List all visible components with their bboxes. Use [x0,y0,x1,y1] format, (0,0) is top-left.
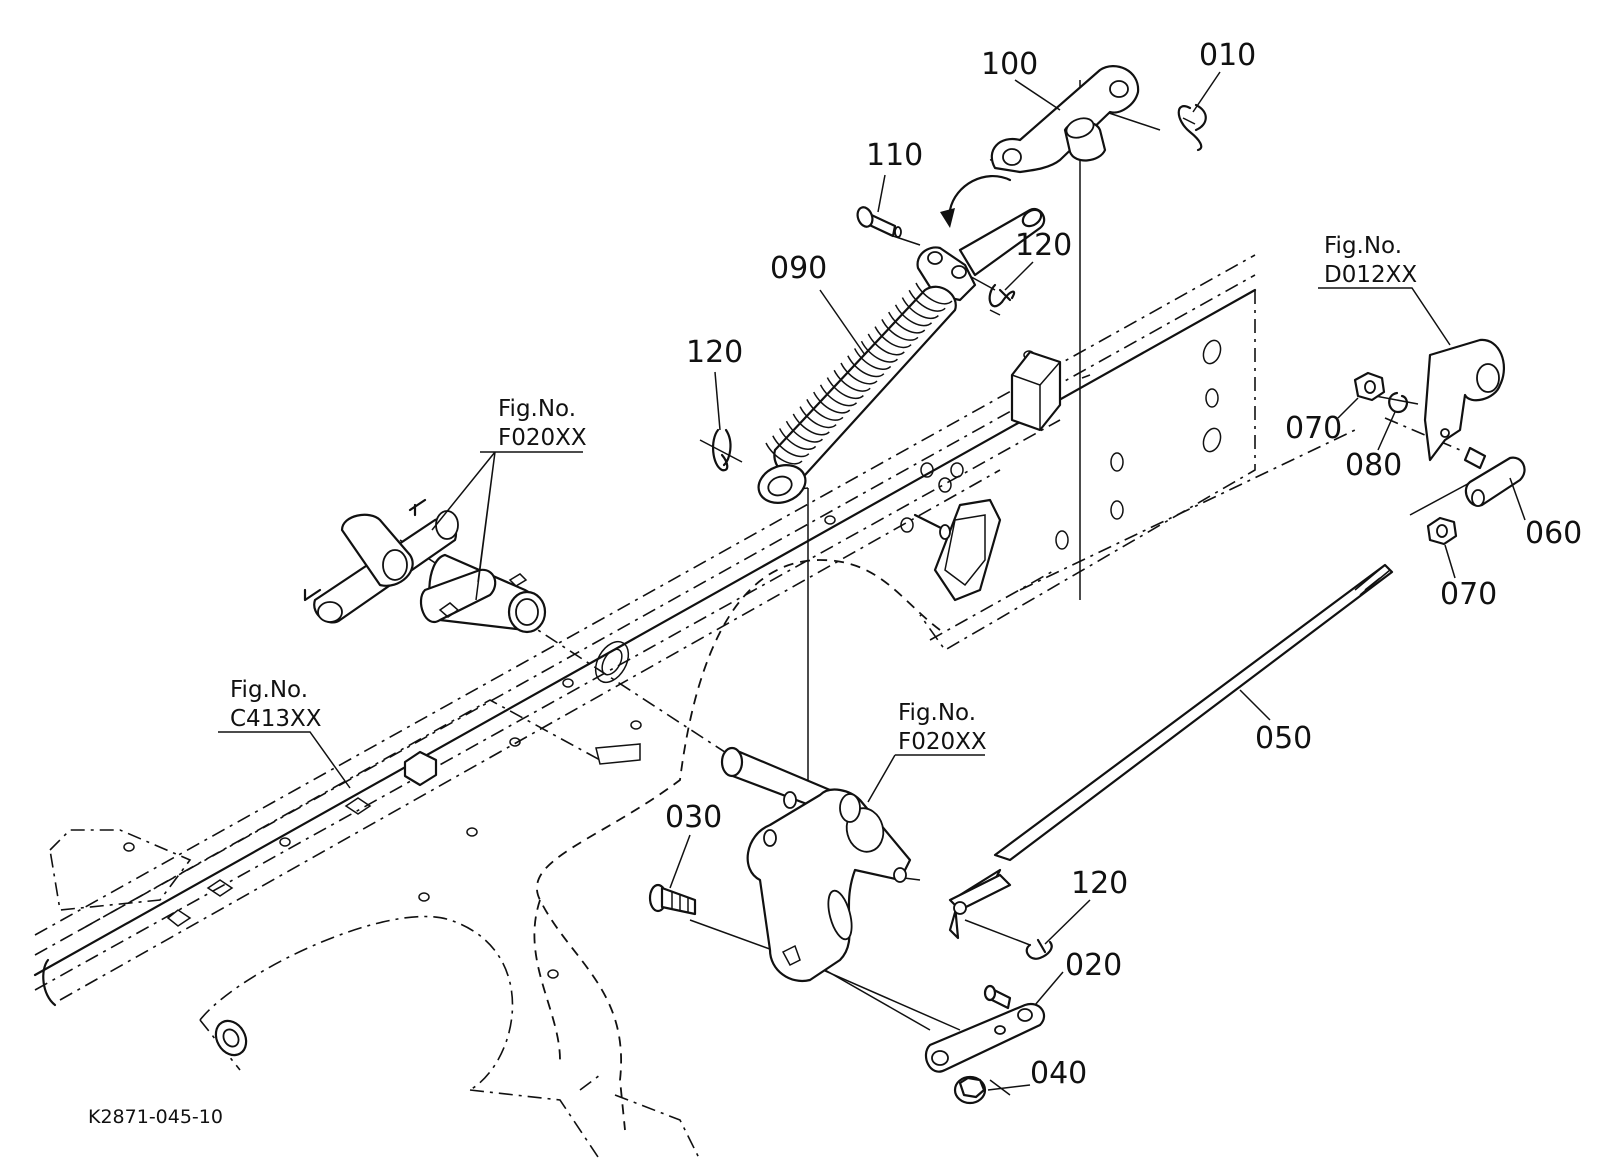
bellows-spring-090[interactable] [753,207,1046,510]
chassis-frame [33,254,1257,1161]
rotation-arrow-icon [940,175,1012,228]
bellows-rib [765,442,803,465]
bellows-rib [799,406,837,429]
bellows-rib [853,348,892,371]
label-090: 090 [770,251,827,286]
label-050: 050 [1255,721,1312,756]
nut-070-bottom[interactable] [1426,516,1458,546]
label-080: 080 [1345,448,1402,483]
nut-070-top[interactable] [1353,371,1386,402]
bellows-rib [915,282,953,305]
bellows-rib [847,355,885,378]
bellows-rib [894,304,933,327]
rod-end-060[interactable] [1463,446,1526,507]
fig-ref-label-2: Fig.No. [230,677,308,703]
hair-pin-120-left[interactable] [712,428,732,472]
label-120-top: 120 [1015,228,1072,263]
hair-pin-010[interactable] [1177,103,1207,152]
bellows-rib [874,326,912,349]
bellows-rib [867,333,905,356]
washer-080[interactable] [1388,391,1408,414]
label-100: 100 [981,47,1038,82]
link-plate-100[interactable] [990,65,1140,174]
label-070-bottom: 070 [1440,577,1497,612]
fig-ref-code-3: F020XX [898,729,987,755]
bellows-rib [908,289,946,312]
fig-ref-code-2: C413XX [230,706,322,732]
label-070-top: 070 [1285,411,1342,446]
hair-pin-120-bottom[interactable] [1025,938,1053,960]
fig-ref-label-3: Fig.No. [898,700,976,726]
bellows-rib [806,399,844,421]
bellows-rib [881,319,919,341]
flange-nut-040[interactable] [953,1075,987,1105]
bolt-030[interactable] [648,883,697,916]
lever-plate-f020xx [746,788,912,983]
fig-ref-code-4: D012XX [1324,262,1417,288]
bellows-rib [901,297,939,320]
bellows-rib [888,311,926,334]
bellows-rib [772,435,810,458]
bellows-rib [792,413,830,436]
label-040: 040 [1030,1056,1087,1091]
bracket-d012xx [1423,338,1505,462]
bellows-rib [778,428,817,451]
fig-ref-label-4: Fig.No. [1324,233,1402,259]
bellows-rib [813,391,851,414]
label-030: 030 [665,800,722,835]
rod-050[interactable] [948,563,1394,940]
pin-110[interactable] [855,205,902,238]
hair-pin-120-top[interactable] [988,283,1016,316]
label-120-left: 120 [686,335,743,370]
bellows-rib [785,420,823,443]
fig-ref-label-1: Fig.No. [498,396,576,422]
label-110: 110 [866,138,923,173]
label-020: 020 [1065,948,1122,983]
label-010: 010 [1199,38,1256,73]
bellows-rib [833,369,871,392]
label-060: 060 [1525,516,1582,551]
assembly-lines [399,80,1476,1096]
part-labels: 100 010 110 120 090 120 120 030 020 040 … [88,38,1582,1128]
link-arm-020[interactable] [924,984,1046,1073]
bellows-rib [819,384,858,407]
bellows-rib [840,362,878,385]
bellows-rib [860,340,898,363]
drawing-code: K2871-045-10 [88,1106,223,1128]
label-120-bottom: 120 [1071,866,1128,901]
fig-ref-code-1: F020XX [498,425,587,451]
bellows-rib [826,377,864,400]
